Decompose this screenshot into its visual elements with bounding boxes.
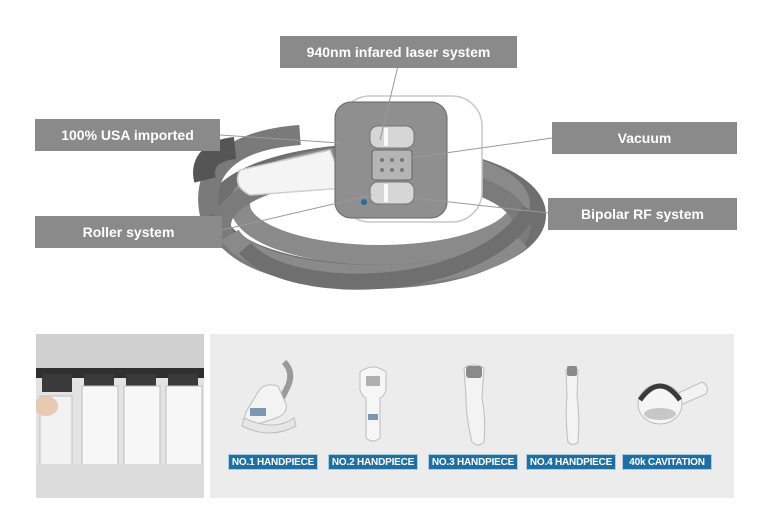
no1-handpiece-icon: [241, 359, 297, 434]
handpiece-card-2: NO.2 HANDPIECE: [328, 334, 418, 498]
roller-handpiece-illustration: [193, 95, 546, 290]
handpiece-holder-photo: [36, 334, 204, 498]
handpiece-holder-icon: [36, 334, 204, 498]
handpiece-card-4: NO.4 HANDPIECE: [526, 334, 616, 498]
no3-handpiece-icon: [463, 364, 486, 446]
handpiece-label: NO.1 HANDPIECE: [228, 454, 318, 470]
handpiece-card-1: NO.1 HANDPIECE: [228, 334, 318, 498]
callout-bipolar-rf: Bipolar RF system: [548, 198, 737, 230]
handpiece-label: NO.3 HANDPIECE: [428, 454, 518, 470]
handpiece-label: NO.4 HANDPIECE: [526, 454, 616, 470]
handpiece-lineup-panel: NO.1 HANDPIECE NO.2 HANDPIECE NO.3 HANDP…: [210, 334, 734, 498]
handpiece-label: 40k CAVITATION: [622, 454, 712, 470]
handpiece-card-5: 40k CAVITATION: [622, 334, 712, 498]
callout-usa-imported: 100% USA imported: [35, 119, 220, 151]
handpiece-card-3: NO.3 HANDPIECE: [428, 334, 518, 498]
callout-roller-system: Roller system: [35, 216, 222, 248]
no4-handpiece-icon: [565, 366, 580, 445]
handpiece-label: NO.2 HANDPIECE: [328, 454, 418, 470]
callout-laser-system: 940nm infared laser system: [280, 36, 517, 68]
no2-handpiece-icon: [359, 366, 387, 442]
leader-lines: [219, 65, 553, 231]
cavitation-handpiece-icon: [637, 381, 708, 425]
callout-vacuum: Vacuum: [552, 122, 737, 154]
